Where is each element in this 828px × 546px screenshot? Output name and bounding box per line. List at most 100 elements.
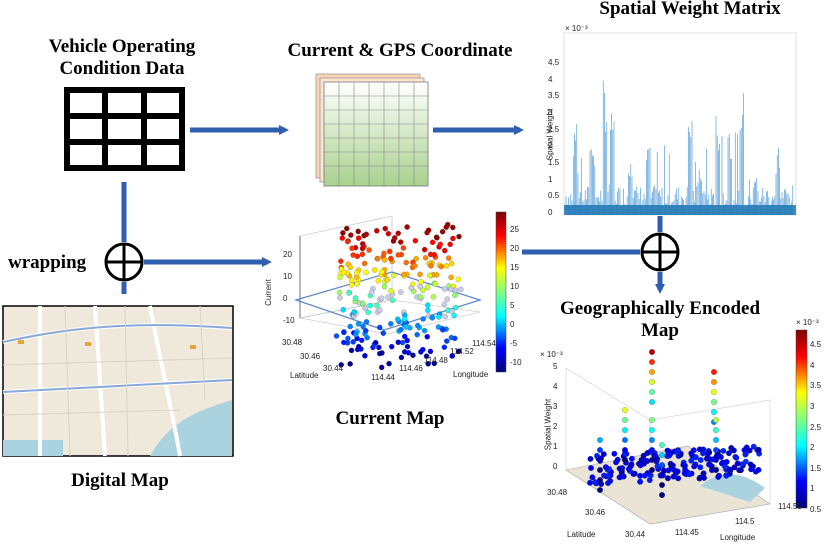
current-point xyxy=(446,255,452,261)
gm-lon-tick-0: 114.45 xyxy=(675,528,699,537)
geo-point-stem xyxy=(711,369,717,375)
current-point xyxy=(450,235,456,242)
current-point xyxy=(360,241,366,247)
current-point xyxy=(354,270,360,276)
current-point xyxy=(420,346,426,353)
current-point xyxy=(366,247,372,253)
gm-lat-tick-0: 30.48 xyxy=(547,488,568,497)
vehicle-data-label: Vehicle Operating Condition Data xyxy=(48,36,196,79)
geo-point xyxy=(600,451,607,458)
current-point xyxy=(412,263,418,269)
cm-cbtick-5: 0 xyxy=(510,320,515,329)
current-point xyxy=(448,260,455,267)
current-point xyxy=(403,324,409,330)
geo-point xyxy=(674,448,681,455)
geo-point-stem xyxy=(649,349,655,355)
current-point xyxy=(385,230,392,237)
geo-point xyxy=(691,463,698,470)
cm-ztick-1: 10 xyxy=(283,272,292,281)
cm-zlabel: Current xyxy=(263,279,273,306)
gm-lon-label: Longitude xyxy=(720,533,756,542)
geo-point-stem xyxy=(649,369,655,375)
cm-lat-tick-2: 30.44 xyxy=(323,364,344,373)
current-point xyxy=(360,323,366,330)
geo-colorbar xyxy=(795,329,808,509)
geo-point xyxy=(692,454,699,461)
geo-point xyxy=(688,457,695,464)
gm-lon-tick-2: 114.55 xyxy=(778,502,802,511)
swm-ytick-1: 4 xyxy=(548,74,553,84)
cm-lon-tick-3: 114.52 xyxy=(450,347,474,356)
geo-point xyxy=(602,464,609,471)
cm-cbtick-6: -5 xyxy=(510,339,518,348)
current-point xyxy=(434,235,440,241)
current-point xyxy=(362,353,368,359)
current-point xyxy=(375,255,381,262)
current-point xyxy=(395,316,401,322)
current-point xyxy=(369,289,375,296)
current-point xyxy=(429,315,435,321)
current-point xyxy=(392,235,398,241)
gm-lat-label: Latitude xyxy=(567,530,596,539)
geo-point xyxy=(629,455,635,462)
current-point xyxy=(414,331,420,338)
swm-ytick-5: 2 xyxy=(548,141,553,151)
gm-lat-tick-1: 30.46 xyxy=(585,508,606,517)
geo-point-stem xyxy=(649,359,655,365)
geo-point-stem xyxy=(713,437,719,443)
current-point xyxy=(384,276,391,283)
current-point xyxy=(405,349,412,356)
geo-point-stem xyxy=(597,487,603,493)
current-point xyxy=(359,251,366,257)
current-point xyxy=(379,269,385,275)
current-point xyxy=(351,309,357,315)
current-point xyxy=(425,361,431,367)
geo-point-stem xyxy=(659,442,665,448)
geo-point xyxy=(641,472,648,479)
current-point xyxy=(352,295,359,301)
current-point xyxy=(347,361,353,367)
current-point xyxy=(426,272,433,279)
cm-lon-tick-0: 114.44 xyxy=(371,373,395,382)
current-point xyxy=(452,292,458,298)
geo-point xyxy=(664,447,671,454)
current-point xyxy=(360,300,366,307)
geo-point-stem xyxy=(597,447,603,453)
geo-point xyxy=(720,448,727,454)
geo-point xyxy=(587,479,593,486)
geo-point xyxy=(630,471,637,477)
current-point xyxy=(379,350,385,356)
geo-point-stem xyxy=(622,417,628,423)
gm-exponent: × 10⁻³ xyxy=(540,350,563,359)
geo-point-stem xyxy=(659,462,665,468)
geo-point xyxy=(720,459,726,466)
geo-point-stem xyxy=(649,467,655,473)
geo-point-stem xyxy=(659,482,665,488)
current-point xyxy=(400,245,407,251)
geo-point-stem xyxy=(649,447,655,453)
geo-points xyxy=(587,349,763,498)
current-point xyxy=(442,313,448,320)
current-point xyxy=(377,324,383,331)
gm-cbtick-8: 0.5 xyxy=(810,505,822,514)
geo-point xyxy=(616,474,623,481)
current-point xyxy=(378,364,385,371)
current-point xyxy=(376,344,382,351)
swm-exponent: × 10⁻³ xyxy=(565,24,588,33)
current-point xyxy=(388,288,394,294)
geo-point-stem xyxy=(649,389,655,395)
geo-point xyxy=(731,464,738,471)
gm-cbtick-6: 1.5 xyxy=(810,463,822,473)
geo-point-stem xyxy=(597,457,603,463)
current-point xyxy=(449,308,455,315)
gm-colorbar-exponent: × 10⁻³ xyxy=(796,318,819,327)
current-point xyxy=(374,302,380,309)
current-point xyxy=(398,326,404,333)
current-point xyxy=(341,329,347,336)
current-point xyxy=(398,289,404,295)
gm-cbtick-5: 2 xyxy=(810,443,815,453)
geo-point xyxy=(697,464,704,471)
geo-point-stem xyxy=(649,457,655,463)
current-point xyxy=(391,272,397,279)
